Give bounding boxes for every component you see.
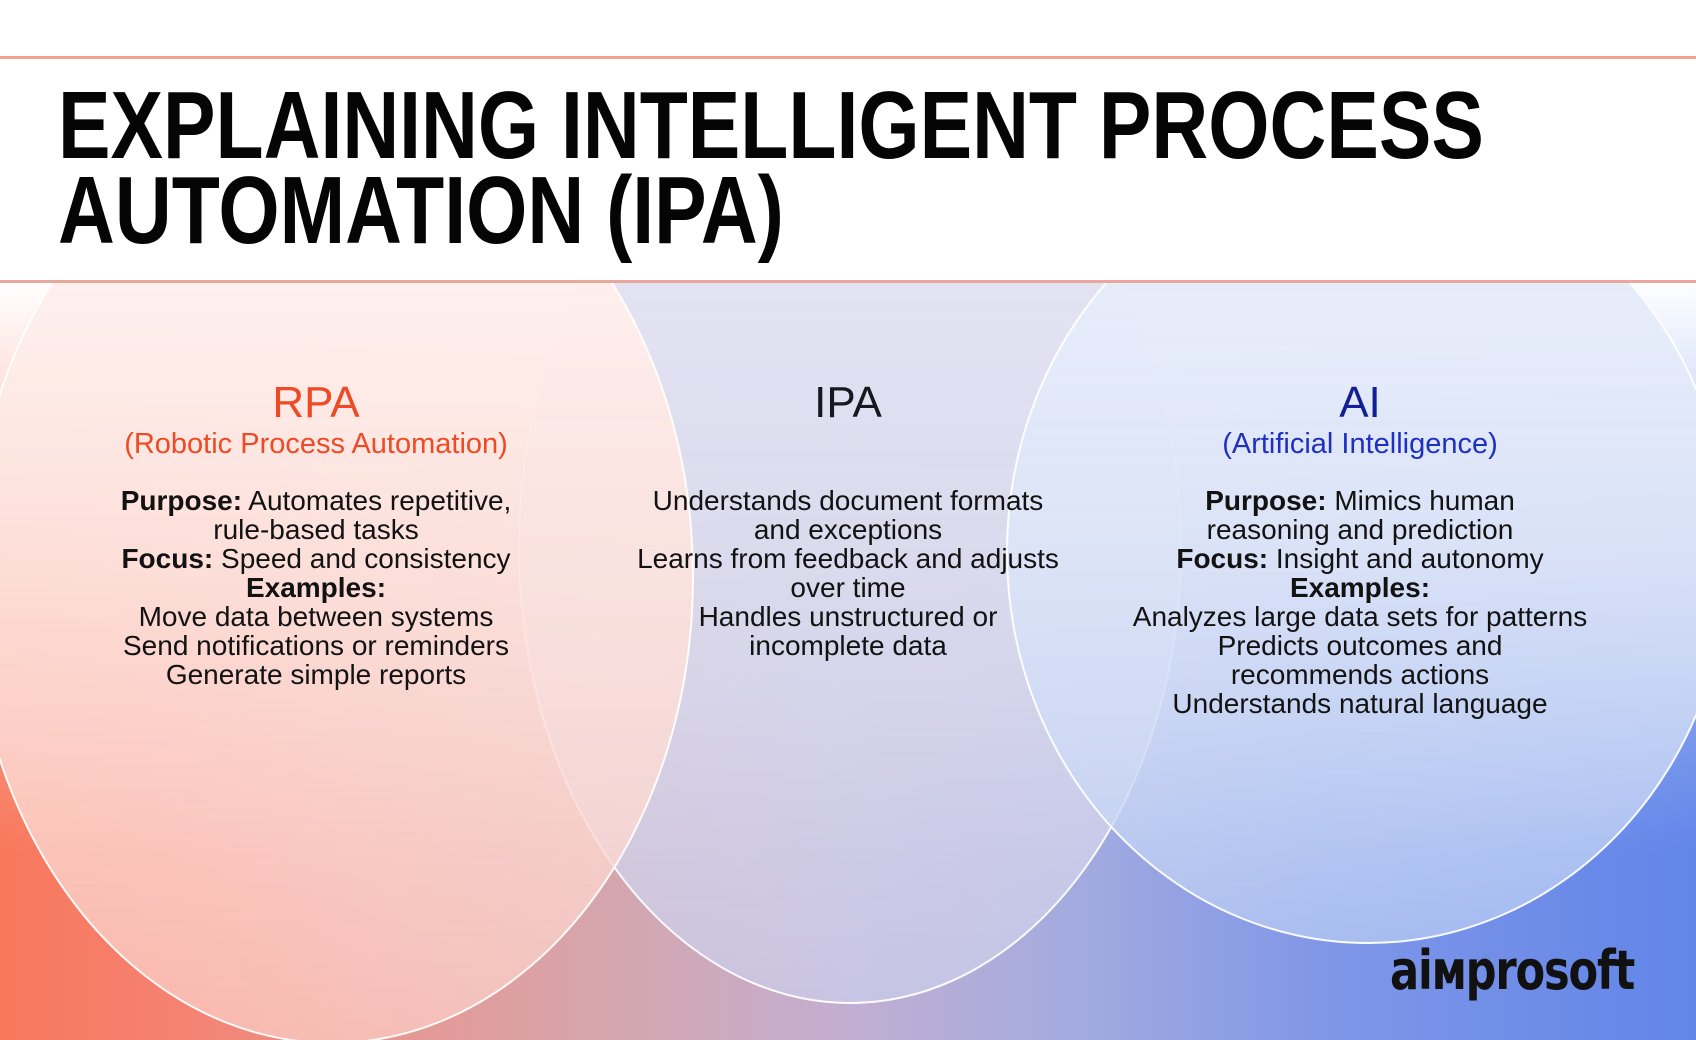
ipa-title: IPA	[814, 378, 882, 427]
body-line: Examples:	[1100, 573, 1620, 602]
body-line: Learns from feedback and adjusts	[637, 543, 1059, 574]
body-line: Understands document formats	[652, 485, 1044, 516]
rpa-section: RPA (Robotic Process Automation) Purpose…	[76, 378, 556, 690]
body-line: and exceptions	[753, 514, 943, 545]
body-line-label: Focus:	[121, 543, 214, 574]
rpa-body: Purpose: Automates repetitive,rule-based…	[76, 486, 556, 689]
body-line: rule-based tasks	[213, 514, 419, 545]
body-line: Move data between systems	[138, 601, 494, 632]
body-line: Understands natural language	[1172, 688, 1548, 719]
header-bottom-rule	[0, 280, 1696, 283]
aimprosoft-logo: aiмprosoft	[1389, 939, 1635, 1002]
page-title: EXPLAINING INTELLIGENT PROCESS AUTOMATIO…	[58, 72, 1484, 264]
body-line: Purpose: Automates repetitive,	[120, 485, 512, 516]
header-top-rule	[0, 56, 1696, 59]
body-line: Predicts outcomes and	[1217, 630, 1503, 661]
body-line: incomplete data	[749, 630, 947, 661]
body-line-label: Examples:	[1289, 572, 1431, 603]
body-line: Purpose: Mimics human	[1205, 485, 1515, 516]
body-line: Examples:	[76, 573, 556, 602]
page-title-line2: AUTOMATION (IPA)	[58, 157, 784, 264]
rpa-title: RPA	[272, 378, 360, 427]
ai-section: AI (Artificial Intelligence) Purpose: Mi…	[1100, 378, 1620, 719]
header: EXPLAINING INTELLIGENT PROCESS AUTOMATIO…	[0, 0, 1696, 283]
body-line: Focus: Insight and autonomy	[1176, 543, 1544, 574]
ipa-subtitle	[608, 426, 1088, 462]
body-line: Send notifications or reminders	[123, 630, 509, 661]
body-line: Focus: Speed and consistency	[121, 543, 511, 574]
body-line-label: Purpose:	[120, 485, 243, 516]
rpa-subtitle: (Robotic Process Automation)	[124, 428, 508, 460]
body-line: over time	[790, 572, 906, 603]
body-line: Analyzes large data sets for patterns	[1132, 601, 1588, 632]
body-line-label: Focus:	[1176, 543, 1269, 574]
body-line-label: Purpose:	[1205, 485, 1327, 516]
ai-subtitle: (Artificial Intelligence)	[1222, 428, 1498, 460]
body-line: reasoning and prediction	[1206, 514, 1514, 545]
body-line: recommends actions	[1230, 659, 1490, 690]
body-line-label: Examples:	[245, 572, 387, 603]
body-line: Handles unstructured or	[698, 601, 998, 632]
body-line: Generate simple reports	[165, 659, 467, 690]
ai-title: AI	[1339, 378, 1381, 427]
page-title-line1: EXPLAINING INTELLIGENT PROCESS	[58, 72, 1484, 179]
